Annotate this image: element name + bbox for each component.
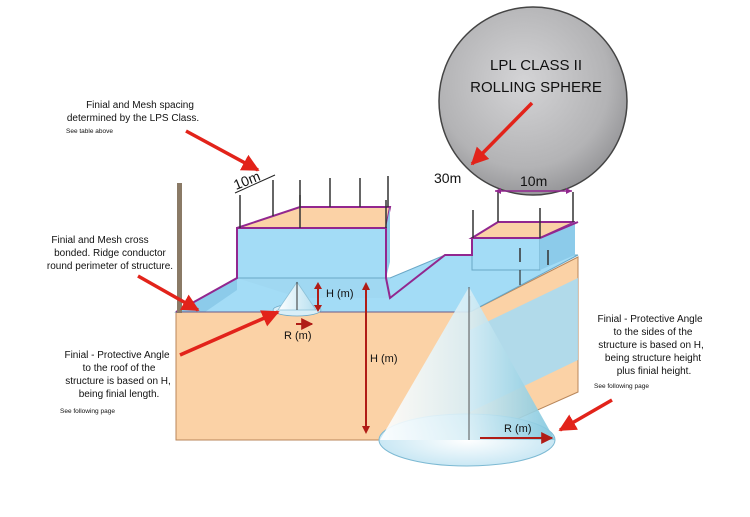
left-box-front — [236, 227, 387, 279]
note-cross-bonded: Finial and Mesh cross bonded. Ridge cond… — [47, 235, 173, 272]
large-r-dimension: R (m) — [480, 423, 554, 444]
svg-text:Finial and Mesh spacing: Finial and Mesh spacing — [86, 100, 194, 111]
svg-text:to the roof of the: to the roof of the — [83, 363, 156, 374]
svg-text:Finial - Protective Angle: Finial - Protective Angle — [64, 350, 169, 361]
right-box-finials — [472, 190, 574, 265]
sphere-mesh-label: 10m — [520, 173, 547, 189]
note-side-angle: Finial - Protective Angle to the sides o… — [594, 314, 704, 390]
roof-protection-cone — [272, 281, 322, 317]
ridge-conductor — [175, 221, 579, 313]
arrow-to-gutter — [137, 274, 200, 312]
building — [174, 176, 579, 441]
svg-text:plus finial height.: plus finial height. — [617, 366, 692, 377]
left-box-top — [236, 206, 392, 229]
sphere-title-line1: LPL CLASS II — [490, 57, 582, 74]
left-box-finials — [239, 176, 389, 228]
roof-channel — [237, 278, 390, 298]
svg-text:being finial length.: being finial length. — [79, 389, 160, 400]
mesh-dimension-label: 10m — [231, 168, 262, 193]
sphere-radius-label: 30m — [434, 170, 461, 186]
rolling-sphere: LPL CLASS II ROLLING SPHERE 30m 10m — [434, 6, 628, 196]
svg-text:See following page: See following page — [594, 383, 649, 390]
small-r-dimension: R (m) — [284, 318, 314, 342]
svg-text:Finial and Mesh cross: Finial and Mesh cross — [51, 235, 148, 246]
svg-text:to the sides of the: to the sides of the — [614, 327, 693, 338]
pointer-arrows — [137, 129, 613, 432]
mesh-dimension: 10m — [231, 168, 276, 194]
small-h-dimension: H (m) — [314, 282, 354, 312]
svg-text:structure is based on H,: structure is based on H, — [65, 376, 171, 387]
note-roof-angle: Finial - Protective Angle to the roof of… — [60, 350, 171, 415]
sphere-radius-arrow — [470, 101, 534, 166]
arrow-to-mesh — [185, 129, 260, 172]
right-box-front — [471, 237, 541, 271]
svg-text:Finial - Protective Angle: Finial - Protective Angle — [597, 314, 702, 325]
large-h-dimension: H (m) — [362, 282, 398, 434]
left-mast — [177, 183, 182, 313]
svg-text:See table above: See table above — [66, 128, 113, 135]
svg-text:determined by the LPS Class.: determined by the LPS Class. — [67, 113, 199, 124]
large-r-label: R (m) — [504, 423, 532, 435]
arrow-to-small-cone — [179, 310, 280, 357]
svg-text:bonded. Ridge conductor: bonded. Ridge conductor — [54, 248, 166, 259]
svg-text:structure is based on H,: structure is based on H, — [598, 340, 704, 351]
small-r-label: R (m) — [284, 330, 312, 342]
sphere-title-line2: ROLLING SPHERE — [470, 79, 602, 96]
side-protection-cone — [378, 287, 556, 467]
small-h-label: H (m) — [326, 288, 354, 300]
svg-text:being structure height: being structure height — [605, 353, 701, 364]
svg-text:round perimeter of structure.: round perimeter of structure. — [47, 261, 173, 272]
large-h-label: H (m) — [370, 353, 398, 365]
note-finial-mesh-spacing: Finial and Mesh spacing determined by th… — [66, 100, 199, 135]
cone-body — [380, 287, 555, 440]
arrow-to-large-cone — [558, 398, 613, 432]
svg-text:See following page: See following page — [60, 408, 115, 415]
